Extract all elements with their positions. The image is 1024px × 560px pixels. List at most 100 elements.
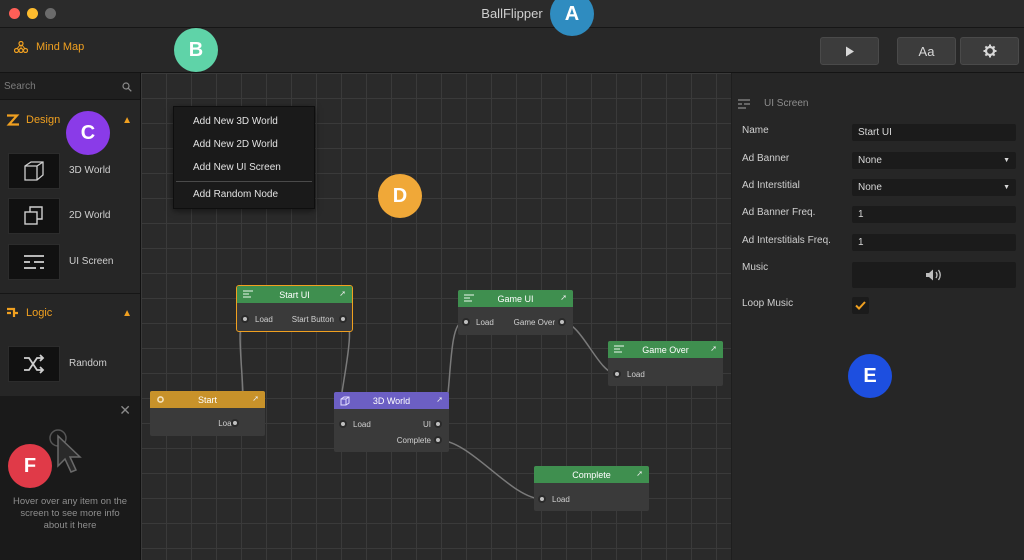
pin-icon[interactable]: ➚ [636, 469, 643, 478]
annotation-marker-b: B [174, 28, 218, 72]
logic-icon [7, 307, 18, 317]
inspector-panel: UI Screen Name Start UI Ad Banner None ▼… [732, 73, 1024, 560]
music-label: Music [742, 262, 769, 273]
search-bar[interactable]: Search [0, 73, 140, 100]
port-label: Load [476, 318, 494, 327]
mind-map-button[interactable]: Mind Map [14, 41, 84, 53]
sidebar-item-label: 2D World [69, 210, 111, 221]
input-port[interactable] [613, 370, 621, 378]
sidebar-item-label: 3D World [69, 165, 111, 176]
node-game-ui[interactable]: Game UI ➚ Load Game Over [458, 290, 573, 335]
node-header[interactable]: Start UI ➚ [237, 286, 352, 303]
settings-button[interactable] [960, 37, 1019, 65]
node-complete[interactable]: Complete ➚ Load [534, 466, 649, 511]
ad-banner-freq-field[interactable]: 1 [852, 206, 1016, 223]
annotation-marker-c: C [66, 111, 110, 155]
node-header[interactable]: 3D World ➚ [334, 392, 449, 409]
node-library-sidebar: Search Design ▲ 3D World 2D World UI Scr… [0, 73, 141, 560]
pin-icon[interactable]: ➚ [436, 395, 443, 404]
output-port[interactable] [339, 315, 347, 323]
menu-item-add-ui-screen[interactable]: Add New UI Screen [193, 162, 281, 173]
inspector-header: UI Screen [764, 98, 809, 109]
music-picker[interactable] [852, 262, 1016, 288]
dropdown-arrow-icon: ▼ [1003, 184, 1010, 191]
speaker-icon [926, 269, 941, 281]
minimize-window-button[interactable] [27, 8, 38, 19]
annotation-marker-e: E [848, 354, 892, 398]
mind-map-icon [14, 41, 28, 53]
node-title: Complete [572, 469, 611, 480]
annotation-marker-f: F [8, 444, 52, 488]
menu-item-add-2d-world[interactable]: Add New 2D World [193, 139, 278, 150]
hand-pointer-icon [49, 429, 82, 473]
ad-banner-value: None [858, 155, 882, 166]
output-port[interactable] [231, 419, 239, 427]
search-input[interactable]: Search [4, 81, 36, 92]
design-section-header[interactable]: Design [6, 114, 60, 126]
output-port[interactable] [434, 420, 442, 428]
pin-icon[interactable]: ➚ [339, 289, 346, 298]
sidebar-item-2d-world[interactable]: 2D World [8, 198, 132, 234]
design-collapse-chevron-icon[interactable]: ▲ [122, 115, 132, 126]
node-header[interactable]: Game UI ➚ [458, 290, 573, 307]
play-icon [845, 46, 854, 56]
port-label: Load [218, 419, 236, 428]
node-header[interactable]: Game Over ➚ [608, 341, 723, 358]
input-port[interactable] [538, 495, 546, 503]
font-button[interactable]: Aa [897, 37, 956, 65]
sidebar-item-ui-screen[interactable]: UI Screen [8, 244, 132, 280]
title-bar: BallFlipper [0, 0, 1024, 28]
section-divider [0, 293, 140, 294]
ui-screen-icon [738, 99, 750, 109]
menu-item-add-random-node[interactable]: Add Random Node [193, 189, 279, 200]
pin-icon[interactable]: ➚ [710, 344, 717, 353]
shuffle-icon [8, 346, 60, 382]
name-field[interactable]: Start UI [852, 124, 1016, 141]
loop-music-label: Loop Music [742, 298, 794, 309]
ad-banner-freq-label: Ad Banner Freq. [742, 207, 816, 218]
close-window-button[interactable] [9, 8, 20, 19]
sidebar-item-label: Random [69, 358, 107, 369]
annotation-marker-d: D [378, 174, 422, 218]
node-title: Game UI [497, 293, 534, 304]
node-header[interactable]: Start ➚ [150, 391, 265, 408]
node-start-ui[interactable]: Start UI ➚ Load Start Button [236, 285, 353, 332]
node-header[interactable]: Complete ➚ [534, 466, 649, 483]
design-section-label: Design [26, 114, 61, 126]
logic-collapse-chevron-icon[interactable]: ▲ [122, 308, 132, 319]
node-game-over[interactable]: Game Over ➚ Load [608, 341, 723, 386]
ad-banner-select[interactable]: None ▼ [852, 152, 1016, 169]
play-button[interactable] [820, 37, 879, 65]
pin-icon[interactable]: ➚ [560, 293, 567, 302]
pin-icon[interactable]: ➚ [252, 394, 259, 403]
sidebar-item-3d-world[interactable]: 3D World [8, 153, 132, 189]
loop-music-checkbox[interactable] [852, 297, 869, 314]
sidebar-item-random[interactable]: Random [8, 346, 132, 382]
logic-section-header[interactable]: Logic [6, 307, 52, 319]
node-3d-world[interactable]: 3D World ➚ Load UI Complete [334, 392, 449, 452]
squares-icon [8, 198, 60, 234]
port-label: UI [423, 420, 431, 429]
name-label: Name [742, 125, 769, 136]
node-graph-canvas[interactable]: Add New 3D World Add New 2D World Add Ne… [141, 73, 731, 560]
input-port[interactable] [339, 420, 347, 428]
checkmark-icon [855, 301, 866, 310]
close-icon[interactable]: ✕ [119, 402, 131, 418]
menu-item-add-3d-world[interactable]: Add New 3D World [193, 116, 278, 127]
node-start[interactable]: Start ➚ Load [150, 391, 265, 436]
toolbar: Mind Map Aa [0, 28, 1024, 73]
ui-screen-icon [8, 244, 60, 280]
input-port[interactable] [241, 315, 249, 323]
logic-section-label: Logic [26, 307, 53, 319]
input-port[interactable] [462, 318, 470, 326]
gear-icon [157, 396, 164, 403]
port-label: Load [552, 495, 570, 504]
ad-interstitial-select[interactable]: None ▼ [852, 179, 1016, 196]
ad-interstitials-freq-field[interactable]: 1 [852, 234, 1016, 251]
zoom-window-button[interactable] [45, 8, 56, 19]
output-port[interactable] [434, 436, 442, 444]
context-menu: Add New 3D World Add New 2D World Add Ne… [173, 106, 315, 209]
ad-interstitial-label: Ad Interstitial [742, 180, 800, 191]
output-port[interactable] [558, 318, 566, 326]
node-title: Start [197, 394, 217, 405]
